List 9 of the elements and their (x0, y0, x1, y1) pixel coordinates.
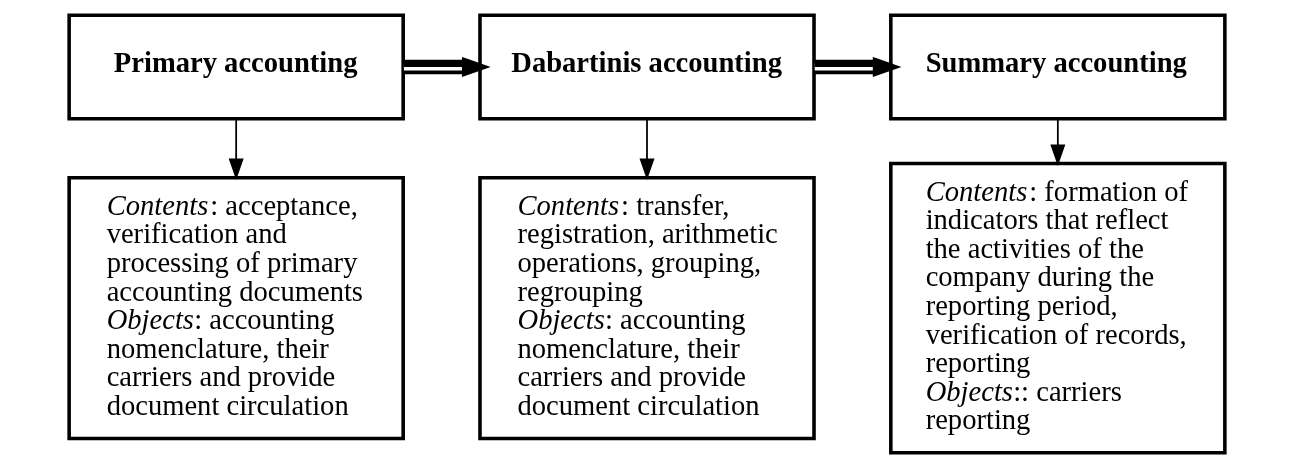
node-box: Dabartinis accounting (477, 13, 816, 121)
node-box: Primary accounting (66, 13, 405, 121)
node-box: Contents: acceptance, verification and processing of primary accounting documents Objects: accounting nomenclature, their carriers and provide document circulation (66, 175, 405, 441)
arrow (639, 118, 654, 181)
arrow (228, 118, 244, 181)
arrow (1049, 118, 1065, 166)
node-box: Summary accounting (888, 13, 1227, 121)
node-box: Contents: transfer, registration, arithmetic operations, grouping, regrouping Objects: accounting nomenclature, their carriers and provide document circulation (477, 175, 816, 441)
node-box: Contents: formation of indicators that reflect the activities of the company during the reporting period, verification of records, reporting Objects:: carriers reporting (888, 161, 1227, 455)
